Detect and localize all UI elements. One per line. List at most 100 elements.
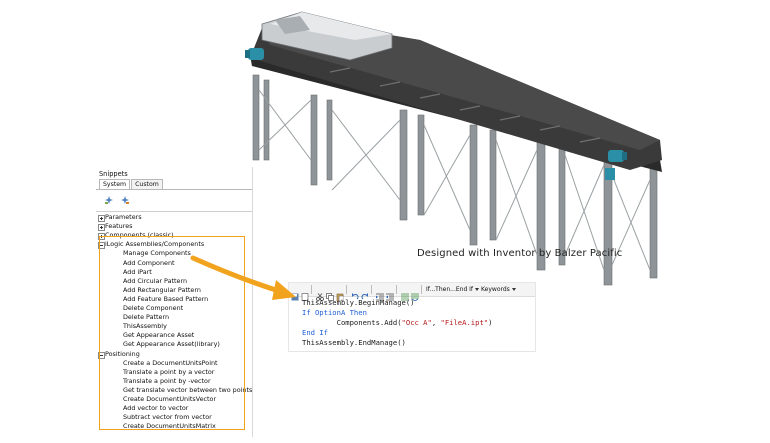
ifthen-dropdown[interactable]: If...Then...End If [426,286,474,293]
tree-item-create-a-documentunitspoint[interactable]: Create a DocumentUnitsPoint [123,359,218,368]
tree-item-label: Add vector to vector [123,404,189,413]
tree-item-label: Add Component [123,258,175,267]
tree-item-label: Add Rectangular Pattern [123,285,201,294]
tree-item-parameters[interactable]: Parameters [98,213,142,222]
keywords-dropdown[interactable]: Keywords [481,286,510,293]
tree-item-label: Translate a point by a vector [123,367,215,376]
code-text: ThisAssembly.BeginManage() [302,298,415,307]
tab-custom[interactable]: Custom [131,179,163,189]
tree-item-ilogic-assemblies-components[interactable]: iLogic Assemblies/Components [98,240,205,250]
tree-item-create-documentunitsmatrix[interactable]: Create DocumentUnitsMatrix [123,422,216,431]
tree-item-subtract-vector-from-vector[interactable]: Subtract vector from vector [123,413,212,422]
tree-item-label: Create a DocumentUnitsPoint [123,358,218,367]
tree-item-add-rectangular-pattern[interactable]: Add Rectangular Pattern [123,286,201,295]
tree-item-add-vector-to-vector[interactable]: Add vector to vector [123,404,188,413]
chevron-down-icon[interactable] [475,288,480,291]
code-area[interactable]: ThisAssembly.BeginManage() If OptionA Th… [302,298,492,348]
snippets-title: Snippets [99,170,128,178]
toolbar-separator [421,285,422,294]
tree-item-label: Delete Pattern [123,313,170,322]
outdent-icon[interactable] [386,286,394,300]
tree-item-label: Parameters [105,213,142,221]
tree-item-label: Add Circular Pattern [123,276,188,285]
tree-item-label: Get translate vector between two points [123,385,253,394]
snippets-tabs: System Custom [99,179,164,190]
tree-item-label: Add Feature Based Pattern [123,294,209,303]
toolbar-separator [311,285,312,294]
code-text: Components.Add( [336,318,402,327]
comment-icon[interactable] [401,286,409,300]
tree-item-label: Add iPart [123,267,152,276]
code-text: , [431,318,441,327]
code-string: "Occ A" [401,318,432,327]
tree-item-label: Translate a point by -vector [123,376,211,385]
cut-icon[interactable] [316,286,324,301]
indent-icon[interactable] [376,286,384,300]
collapse-icon[interactable] [98,242,105,250]
code-editor-panel: If...Then...End If Keywords ThisAssembly… [288,282,536,352]
code-text: ThisAssembly.EndManage() [302,338,406,347]
tree-item-label: Create DocumentUnitsMatrix [123,422,216,431]
code-string: "FileA.ipt" [440,318,489,327]
tree-item-create-documentunitsvector[interactable]: Create DocumentUnitsVector [123,395,216,404]
tree-item-add-feature-based-pattern[interactable]: Add Feature Based Pattern [123,295,208,304]
tree-item-positioning[interactable]: Positioning [98,349,140,359]
new-icon[interactable] [301,286,309,301]
tree-item-add-component[interactable]: Add Component [123,259,175,268]
tree-item-label: Features [105,222,133,231]
code-toolbar: If...Then...End If Keywords [289,283,535,301]
code-line: Components.Add("Occ A", "FileA.ipt") [302,318,493,328]
tree-item-label: Get Appearance Asset(library) [123,340,220,349]
code-keyword: If [302,308,311,317]
code-line: ThisAssembly.BeginManage() [302,298,492,308]
code-line: ThisAssembly.EndManage() [302,338,492,348]
tree-item-label: Create DocumentUnitsVector [123,395,217,403]
expand-icon[interactable] [98,215,105,222]
code-text: ) [488,318,493,327]
tree-item-features[interactable]: Features [98,222,133,232]
tree-item-label: iLogic Assemblies/Components [105,240,205,249]
tree-item-label: Positioning [105,349,140,358]
copy-icon[interactable] [326,286,334,301]
paste-icon[interactable] [336,286,345,301]
tree-item-label: Manage Components [123,249,191,258]
code-keyword: End If [302,328,328,337]
toolbar-divider [96,211,252,212]
tree-item-get-appearance-asset[interactable]: Get Appearance Asset [123,331,194,340]
undo-icon[interactable] [351,286,359,299]
tree-item-label: Get Appearance Asset [123,331,195,340]
tree-item-label: Components (classic) [105,231,174,240]
snippets-toolbar [104,195,130,205]
collapse-all-icon[interactable] [120,195,130,205]
tab-divider [96,189,252,190]
tree-item-manage-components[interactable]: Manage Components [123,249,191,258]
tree-item-add-circular-pattern[interactable]: Add Circular Pattern [123,277,187,286]
tree-item-translate-a-point-by-a-vector[interactable]: Translate a point by a vector [123,368,214,377]
tree-item-thisassembly[interactable]: ThisAssembly [123,322,167,331]
toolbar-separator [396,285,397,294]
tree-item-label: ThisAssembly [123,322,167,331]
toolbar-separator [371,285,372,294]
tab-system[interactable]: System [99,179,131,190]
tree-item-get-translate-vector-between-two-points[interactable]: Get translate vector between two points [123,386,252,395]
tree-item-delete-pattern[interactable]: Delete Pattern [123,313,169,322]
collapse-icon[interactable] [98,351,105,359]
tree-item-add-ipart[interactable]: Add iPart [123,268,152,277]
render-caption: Designed with Inventor by Balzer Pacific [417,248,623,259]
save-icon[interactable] [291,286,299,300]
chevron-down-icon[interactable] [511,288,516,291]
redo-icon[interactable] [361,286,369,299]
expand-icon[interactable] [98,224,105,232]
uncomment-icon[interactable] [411,286,419,301]
tree-item-delete-component[interactable]: Delete Component [123,304,183,313]
code-line: If OptionA Then [302,308,492,318]
highlight-box [99,236,245,430]
code-keyword: Then [349,308,367,317]
tree-item-label: Delete Component [123,304,184,312]
tree-item-get-appearance-asset-library[interactable]: Get Appearance Asset(library) [123,340,220,349]
expand-all-icon[interactable] [104,195,114,205]
tree-item-translate-a-point-by-vector[interactable]: Translate a point by -vector [123,377,211,386]
toolbar-separator [346,285,347,294]
